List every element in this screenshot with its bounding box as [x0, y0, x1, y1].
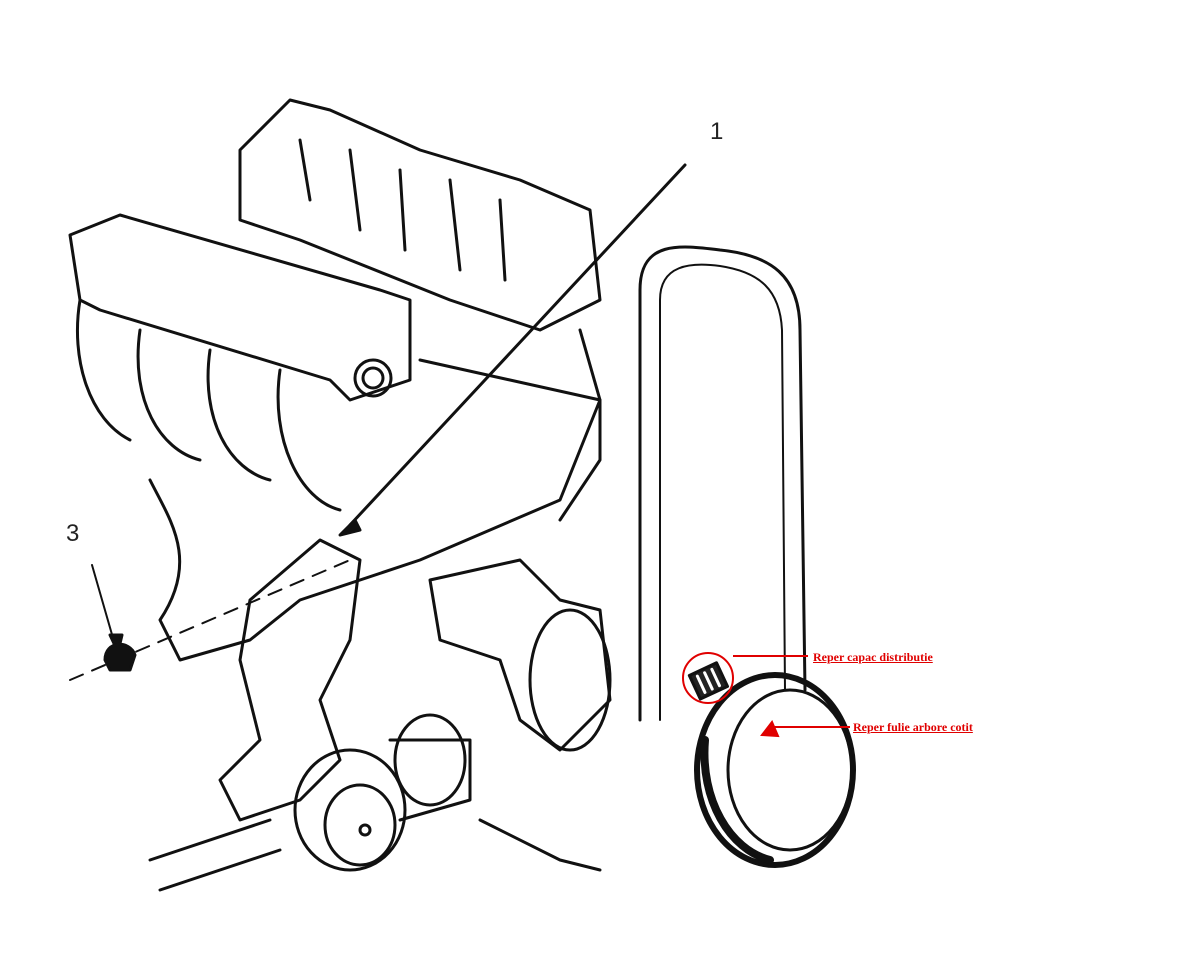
intake-manifold: [68, 213, 412, 402]
drive-belt: [638, 245, 807, 722]
timing-cover-mark-label: Reper capac distributie: [813, 650, 933, 664]
crank-pulley-mark-label: Reper fulie arbore cotit: [853, 720, 973, 734]
timing-cover-mark-circle: [682, 652, 734, 704]
leader-line-3: [91, 564, 116, 646]
leader-line-1: [348, 163, 687, 527]
plug-3: [103, 642, 137, 672]
callout-3: 3: [66, 520, 80, 547]
tensioner-pulley: [293, 748, 407, 872]
engine-block: [148, 328, 602, 662]
crankshaft-pulley: [694, 672, 856, 868]
timing-cover-mark: [687, 661, 730, 701]
alternator-bracket: [218, 538, 362, 822]
callout-1: 1: [710, 118, 724, 145]
valve-cover: [238, 98, 602, 332]
